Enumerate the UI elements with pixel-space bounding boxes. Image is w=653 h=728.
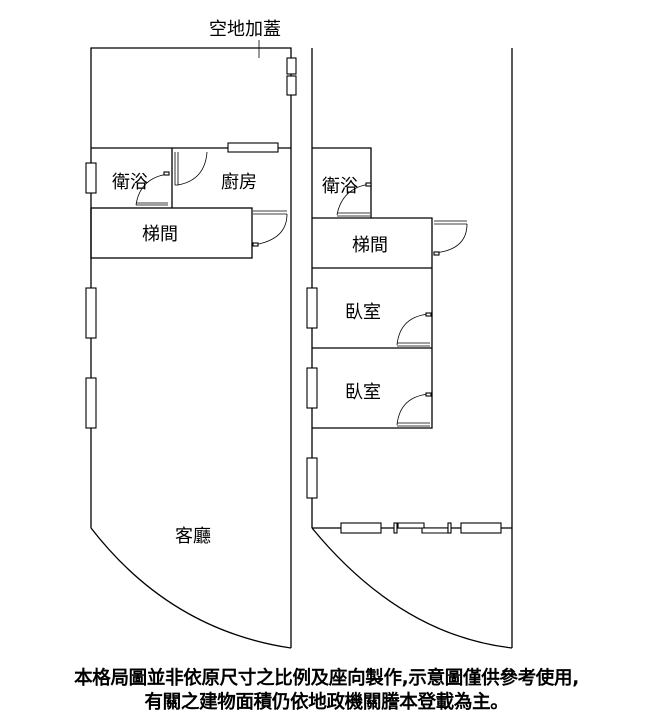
door — [252, 210, 288, 247]
annotation-open-area-addition: 空地加蓋 — [209, 19, 281, 40]
room-label-living-room: 客廳 — [175, 526, 211, 547]
window — [85, 377, 97, 429]
room-label-stairs: 梯間 — [352, 235, 388, 256]
window — [460, 522, 502, 534]
room-label-bedroom-1: 臥室 — [345, 302, 381, 323]
room-label-kitchen: 廚房 — [221, 171, 257, 193]
door — [174, 151, 208, 186]
right-floor-plan: 衛浴 梯間 臥室 臥室 — [306, 48, 513, 649]
left-floor-plan: 空地加蓋 衛浴 廚房 梯間 客廳 — [85, 19, 297, 649]
door — [396, 312, 432, 347]
window — [286, 75, 297, 96]
room-label-bath: 衛浴 — [112, 172, 148, 193]
window — [306, 367, 318, 409]
disclaimer-line-2: 有關之建物面積仍依地政機關謄本登載為主。 — [144, 692, 509, 713]
door — [433, 220, 468, 256]
room-label-stairs: 梯間 — [142, 224, 178, 245]
left-stair-box — [90, 207, 253, 259]
door — [396, 392, 432, 427]
disclaimer-line-1: 本格局圖並非依原尺寸之比例及座向製作,示意圖僅供參考使用, — [74, 668, 579, 689]
right-plan-curved-wall — [311, 527, 513, 649]
room-label-bath: 衛浴 — [322, 176, 358, 197]
window — [306, 457, 318, 499]
room-label-bedroom-2: 臥室 — [345, 382, 381, 403]
left-plan-curved-wall — [90, 527, 292, 649]
right-bath-walls — [312, 147, 372, 218]
window — [85, 287, 97, 339]
door — [336, 182, 372, 217]
right-room-walls — [312, 217, 433, 429]
left-plan-outer-walls — [90, 47, 292, 648]
window — [447, 522, 452, 534]
window — [306, 287, 318, 329]
window — [340, 522, 382, 534]
window — [286, 57, 297, 75]
window — [227, 142, 279, 153]
door — [135, 171, 170, 206]
window — [393, 522, 398, 534]
sliding-door — [397, 522, 449, 534]
window — [85, 162, 97, 194]
